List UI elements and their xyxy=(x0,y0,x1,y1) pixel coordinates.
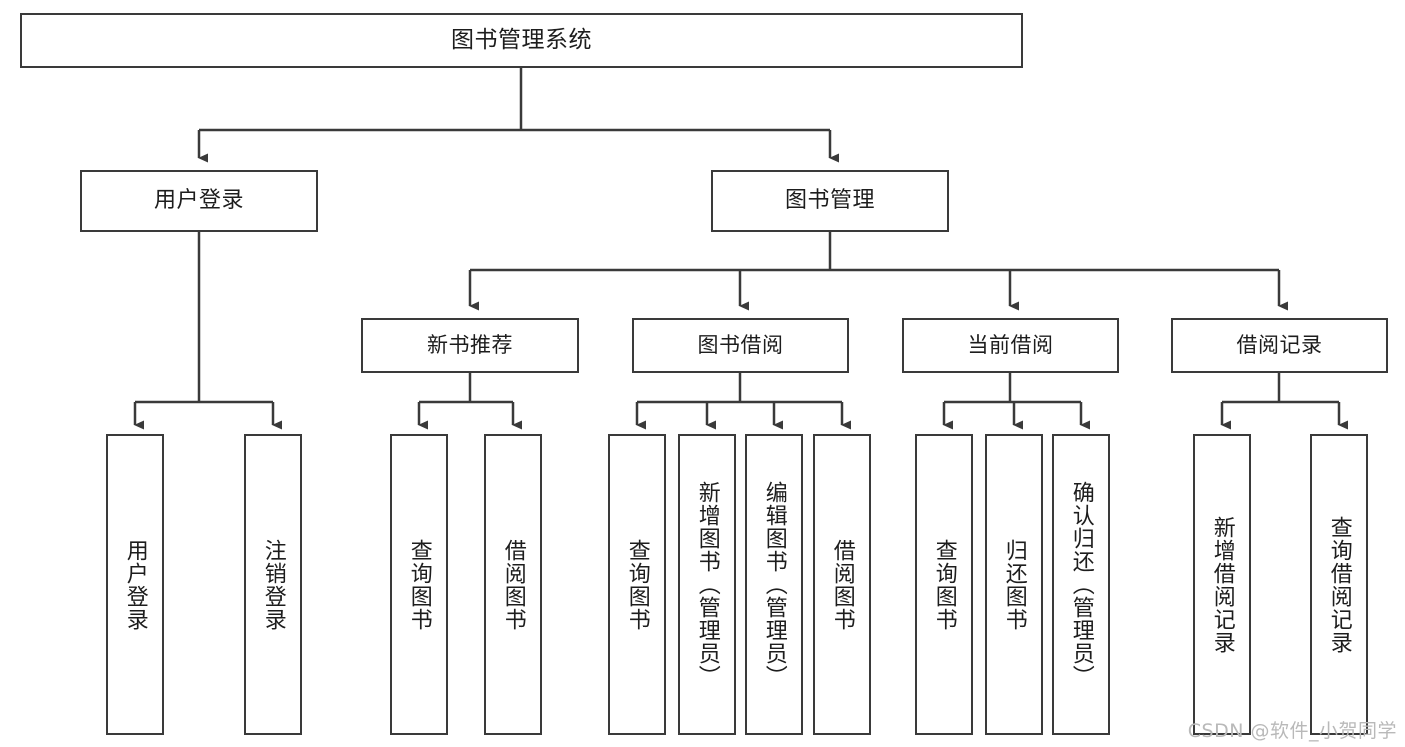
node-leaf-book-borrow-borrow[interactable]: 借阅图书 xyxy=(813,434,871,735)
node-leaf-borrow-record-query[interactable]: 查询借阅记录 xyxy=(1310,434,1368,735)
node-leaf-book-borrow-query[interactable]: 查询图书 xyxy=(608,434,666,735)
node-leaf-book-borrow-add[interactable]: 新增图书（管理员） xyxy=(678,434,736,735)
node-user-login[interactable]: 用户登录 xyxy=(80,170,318,232)
node-label: 新增图书（管理员） xyxy=(694,481,720,688)
node-leaf-book-borrow-edit[interactable]: 编辑图书（管理员） xyxy=(745,434,803,735)
node-label: 借阅图书 xyxy=(829,538,855,631)
node-label: 用户登录 xyxy=(153,188,244,214)
node-leaf-user-login-login[interactable]: 用户登录 xyxy=(106,434,164,735)
node-leaf-current-borrow-query[interactable]: 查询图书 xyxy=(915,434,973,735)
node-label: 注销登录 xyxy=(260,538,286,631)
node-new-book-recommendation[interactable]: 新书推荐 xyxy=(361,318,579,373)
node-label: 编辑图书（管理员） xyxy=(761,481,787,688)
node-leaf-new-book-query[interactable]: 查询图书 xyxy=(390,434,448,735)
node-current-borrowing[interactable]: 当前借阅 xyxy=(902,318,1119,373)
node-label: 当前借阅 xyxy=(967,333,1054,358)
node-label: 图书借阅 xyxy=(697,333,784,358)
node-label: 归还图书 xyxy=(1001,538,1027,631)
node-leaf-current-borrow-return[interactable]: 归还图书 xyxy=(985,434,1043,735)
node-leaf-current-borrow-confirm-return[interactable]: 确认归还（管理员） xyxy=(1052,434,1110,735)
node-label: 图书管理 xyxy=(784,188,875,214)
node-label: 查询图书 xyxy=(624,538,650,631)
node-label: 新书推荐 xyxy=(427,333,513,358)
node-leaf-new-book-borrow[interactable]: 借阅图书 xyxy=(484,434,542,735)
node-label: 用户登录 xyxy=(122,538,148,631)
node-label: 借阅记录 xyxy=(1236,333,1323,358)
node-label: 查询图书 xyxy=(406,538,432,631)
node-label: 图书管理系统 xyxy=(451,26,592,53)
node-label: 查询图书 xyxy=(931,538,957,631)
node-root-book-management-system[interactable]: 图书管理系统 xyxy=(20,13,1023,68)
node-label: 新增借阅记录 xyxy=(1209,515,1235,654)
node-borrowing-record[interactable]: 借阅记录 xyxy=(1171,318,1388,373)
node-label: 借阅图书 xyxy=(500,538,526,631)
node-book-borrowing[interactable]: 图书借阅 xyxy=(632,318,849,373)
node-label: 查询借阅记录 xyxy=(1326,515,1352,654)
node-label: 确认归还（管理员） xyxy=(1068,481,1094,688)
node-leaf-borrow-record-add[interactable]: 新增借阅记录 xyxy=(1193,434,1251,735)
node-leaf-user-login-logout[interactable]: 注销登录 xyxy=(244,434,302,735)
node-book-management[interactable]: 图书管理 xyxy=(711,170,949,232)
